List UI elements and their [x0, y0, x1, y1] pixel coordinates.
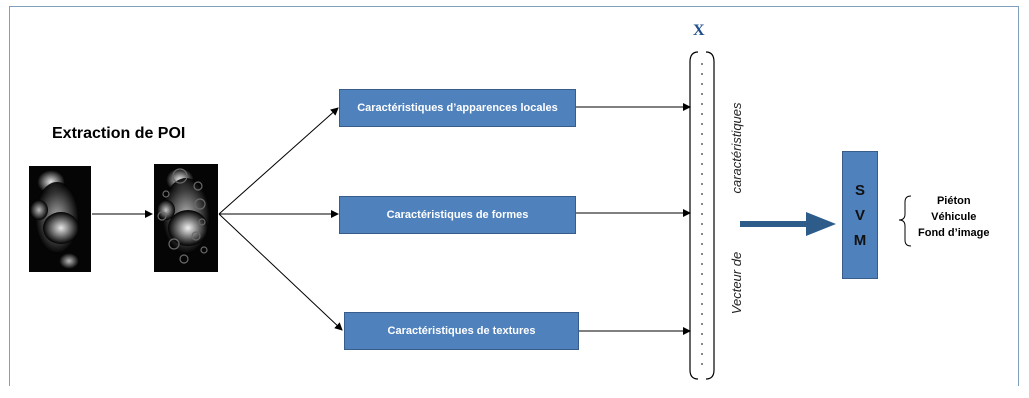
class-vehicle: Véhicule: [931, 211, 977, 223]
class-pedestrian: Piéton: [936, 195, 971, 207]
feature-label-shape: Caractéristiques de formes: [386, 209, 529, 221]
feature-box-shape: Caractéristiques de formes: [339, 196, 576, 234]
svm-letter-s: S: [854, 181, 865, 199]
poi-image: [154, 164, 218, 272]
svm-letter-v: V: [854, 206, 865, 224]
feature-label-texture: Caractéristiques de textures: [387, 325, 536, 337]
vector-dots: [701, 63, 703, 365]
svm-box: S V M: [842, 151, 878, 279]
feature-label-local: Caractéristiques d’apparences locales: [357, 102, 558, 114]
figure-frame: [9, 6, 1019, 386]
diagram-title: Extraction de POI: [52, 125, 186, 142]
arrow-vector-to-svm: [740, 212, 836, 236]
class-background: Fond d’image: [918, 227, 990, 239]
arrow-poi-to-texture: [218, 213, 343, 331]
vector-label-bottom: Vecteur de: [729, 251, 744, 315]
feature-box-texture: Caractéristiques de textures: [344, 312, 579, 350]
output-classes: Piéton Véhicule Fond d’image: [918, 193, 990, 241]
vector-bracket: [689, 51, 715, 380]
vector-symbol: X: [693, 22, 705, 39]
feature-box-local-appearance: Caractéristiques d’apparences locales: [339, 89, 576, 127]
input-image: [29, 166, 91, 272]
vector-label-top: caractéristiques: [729, 102, 744, 194]
arrow-poi-to-local: [218, 107, 339, 215]
svm-letter-m: M: [853, 231, 867, 249]
classes-brace: [898, 195, 912, 247]
